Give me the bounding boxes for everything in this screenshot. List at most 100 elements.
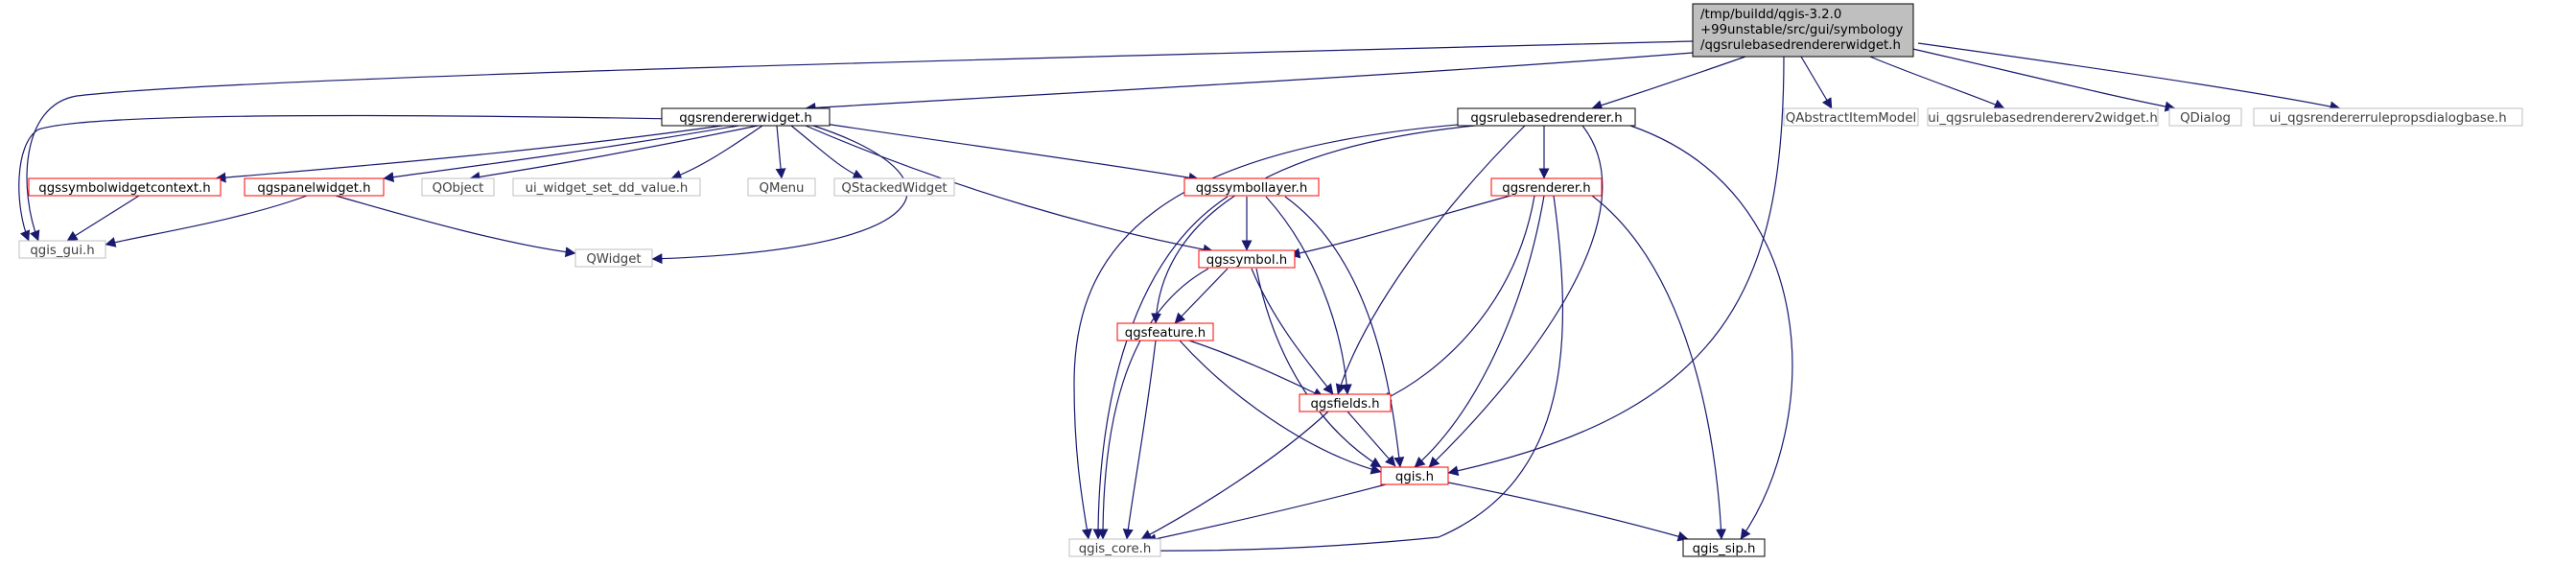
node-qmenu-label: QMenu bbox=[760, 181, 805, 196]
node-qgsrendererwidget[interactable]: qgsrendererwidget.h bbox=[661, 107, 831, 127]
node-qgis-gui[interactable]: qgis_gui.h bbox=[18, 240, 106, 259]
node-qgsrulebasedrenderer-label: qgsrulebasedrenderer.h bbox=[1470, 111, 1622, 126]
node-qgspanelwidget[interactable]: qgspanelwidget.h bbox=[244, 177, 385, 197]
edge-rendererwidget-to-symbolwidgetcontext bbox=[215, 124, 730, 183]
node-qgssymbollayer-label: qgssymbollayer.h bbox=[1196, 181, 1308, 196]
edge-qgssymbol-to-qgis-core bbox=[1097, 268, 1209, 540]
edge-symbollayer-to-qgis-core bbox=[1092, 196, 1229, 540]
edge-rendererwidget-to-symbollayer bbox=[824, 123, 1200, 183]
edge-qgssymbol-to-qgis bbox=[1255, 268, 1382, 468]
node-ui-widget-set-dd-value-label: ui_widget_set_dd_value.h bbox=[526, 181, 689, 196]
node-qgis-box bbox=[1380, 466, 1449, 485]
node-qgis-core[interactable]: qgis_core.h bbox=[1068, 538, 1161, 557]
edge-qgsfeature-to-qgsfields bbox=[1188, 340, 1324, 398]
node-ui-qgsrendererrulepropsdialogbase-box bbox=[2253, 107, 2523, 127]
node-qgspanelwidget-box bbox=[244, 177, 385, 197]
node-qgsrendererwidget-box bbox=[661, 107, 831, 127]
node-qgsfeature-box bbox=[1116, 322, 1214, 341]
node-ui-qgsrendererrulepropsdialogbase-label: ui_qgsrendererrulepropsdialogbase.h bbox=[2269, 111, 2506, 126]
node-qobject-box bbox=[421, 177, 495, 197]
edge-panelwidget-to-qwidget bbox=[335, 195, 576, 258]
node-qobject[interactable]: QObject bbox=[421, 177, 495, 197]
edge-rendererwidget-to-qsymbol bbox=[805, 125, 1214, 255]
node-qstackedwidget[interactable]: QStackedWidget bbox=[833, 177, 955, 197]
edge-renderer-to-qgssymbol bbox=[1289, 195, 1511, 259]
node-qgis-sip[interactable]: qgis_sip.h bbox=[1682, 538, 1766, 557]
node-ui-widget-set-dd-value[interactable]: ui_widget_set_dd_value.h bbox=[512, 177, 701, 197]
node-qdialog-box bbox=[2168, 107, 2242, 127]
node-qgsrulebasedrenderer-box bbox=[1457, 107, 1636, 127]
edge-symbollayer-to-qgsfields bbox=[1265, 196, 1352, 395]
edge-rulebased-to-qgis bbox=[1428, 125, 1604, 468]
edge-qgssymbol-to-qgsfields bbox=[1251, 268, 1334, 395]
node-ui-qgsrulebasedrendererv2widget-box bbox=[1927, 107, 2159, 127]
edge-renderer-to-qgis-sip bbox=[1591, 195, 1727, 540]
node-qdialog-label: QDialog bbox=[2180, 111, 2231, 126]
edge-qgsfields-to-qgis bbox=[1347, 411, 1396, 467]
node-qgsrenderer[interactable]: qgsrenderer.h bbox=[1490, 177, 1603, 197]
edge-root-to-qgis-gui bbox=[26, 40, 1694, 242]
edge-qgis-to-qgis-sip bbox=[1447, 482, 1689, 542]
node-qstackedwidget-label: QStackedWidget bbox=[841, 181, 947, 196]
edge-rendererwidget-to-qgis-gui bbox=[18, 114, 730, 242]
edge-renderer-to-qgsfields bbox=[1380, 195, 1535, 402]
edge-root-to-ui-ruleprops-dialog bbox=[1917, 42, 2341, 112]
edge-rendererwidget-to-panelwidget bbox=[383, 125, 739, 183]
dependency-nodes: /tmp/buildd/qgis-3.2.0 +99unstable/src/g… bbox=[18, 3, 2523, 557]
node-qgis[interactable]: qgis.h bbox=[1380, 466, 1449, 485]
node-qgsrenderer-box bbox=[1490, 177, 1603, 197]
edge-root-to-qgis bbox=[1447, 56, 1785, 477]
edge-root-to-qdialog bbox=[1908, 47, 2176, 112]
node-qgis-gui-box bbox=[18, 240, 106, 259]
node-qdialog[interactable]: QDialog bbox=[2168, 107, 2242, 127]
edge-rendererwidget-to-qstackedwidget bbox=[790, 125, 864, 179]
edge-rendererwidget-to-qmenu bbox=[775, 125, 786, 179]
node-root-line-3: /qgsrulebasedrendererwidget.h bbox=[1700, 38, 1901, 53]
node-ui-qgsrulebasedrendererv2widget[interactable]: ui_qgsrulebasedrendererv2widget.h bbox=[1927, 107, 2159, 127]
node-qgssymbollayer-box bbox=[1183, 177, 1320, 197]
node-qgssymbol-box bbox=[1198, 249, 1296, 269]
edge-root-to-ui-rulebased-widget bbox=[1864, 54, 2005, 109]
node-qmenu-box bbox=[747, 177, 816, 197]
node-qgsfields-label: qgsfields.h bbox=[1310, 397, 1379, 412]
node-qgssymbolwidgetcontext-label: qgssymbolwidgetcontext.h bbox=[38, 181, 210, 196]
node-qgis-gui-label: qgis_gui.h bbox=[30, 244, 94, 258]
node-root-line-1: /tmp/buildd/qgis-3.2.0 bbox=[1700, 8, 1841, 22]
node-qgssymbolwidgetcontext[interactable]: qgssymbolwidgetcontext.h bbox=[28, 177, 222, 197]
node-ui-qgsrendererrulepropsdialogbase[interactable]: ui_qgsrendererrulepropsdialogbase.h bbox=[2253, 107, 2523, 127]
node-qgis-core-box bbox=[1068, 538, 1161, 557]
edge-renderer-to-qgis bbox=[1414, 195, 1545, 468]
node-qgssymbollayer[interactable]: qgssymbollayer.h bbox=[1183, 177, 1320, 197]
node-qgsrenderer-label: qgsrenderer.h bbox=[1502, 181, 1590, 196]
node-qwidget[interactable]: QWidget bbox=[574, 248, 653, 268]
node-qgspanelwidget-label: qgspanelwidget.h bbox=[257, 181, 370, 196]
node-qmenu[interactable]: QMenu bbox=[747, 177, 816, 197]
node-qgsrulebasedrenderer[interactable]: qgsrulebasedrenderer.h bbox=[1457, 107, 1636, 127]
node-qwidget-label: QWidget bbox=[586, 252, 641, 267]
edge-rendererwidget-to-qobject bbox=[469, 125, 759, 182]
node-qgssymbolwidgetcontext-box bbox=[28, 177, 222, 197]
node-qgsrendererwidget-label: qgsrendererwidget.h bbox=[679, 111, 812, 126]
node-qgsfields[interactable]: qgsfields.h bbox=[1299, 393, 1392, 412]
node-qabstractitemmodel[interactable]: QAbstractItemModel bbox=[1783, 107, 1919, 127]
edge-rulebased-to-qgsfeature bbox=[1151, 123, 1497, 324]
edge-rulebased-to-qgis-core bbox=[1073, 121, 1497, 540]
edge-root-to-qgsrendererwidget bbox=[805, 52, 1694, 113]
node-root-box bbox=[1692, 3, 1914, 58]
node-qgssymbol-label: qgssymbol.h bbox=[1206, 253, 1287, 268]
node-qgsfields-box bbox=[1299, 393, 1392, 412]
edge-qgssymbol-to-qgsfeature bbox=[1174, 268, 1229, 324]
node-root-line-2: +99unstable/src/gui/symbology bbox=[1700, 23, 1904, 37]
node-ui-widget-set-dd-value-box bbox=[512, 177, 701, 197]
edge-root-to-qgsrulebasedrenderer bbox=[1591, 56, 1746, 111]
edge-rendererwidget-to-ui-dd-value bbox=[670, 125, 763, 180]
edge-symbolwidgetcontext-to-qgis-gui bbox=[66, 195, 140, 242]
node-root-file[interactable]: /tmp/buildd/qgis-3.2.0 +99unstable/src/g… bbox=[1692, 3, 1914, 58]
node-qgssymbol[interactable]: qgssymbol.h bbox=[1198, 249, 1296, 269]
edge-qgsfeature-to-qgis bbox=[1179, 340, 1382, 475]
node-qgsfeature-label: qgsfeature.h bbox=[1125, 326, 1206, 341]
edge-root-to-qabstractitemmodel bbox=[1800, 56, 1833, 109]
edge-qgsfeature-to-qgis-core bbox=[1122, 340, 1157, 540]
node-qgsfeature[interactable]: qgsfeature.h bbox=[1116, 322, 1214, 341]
